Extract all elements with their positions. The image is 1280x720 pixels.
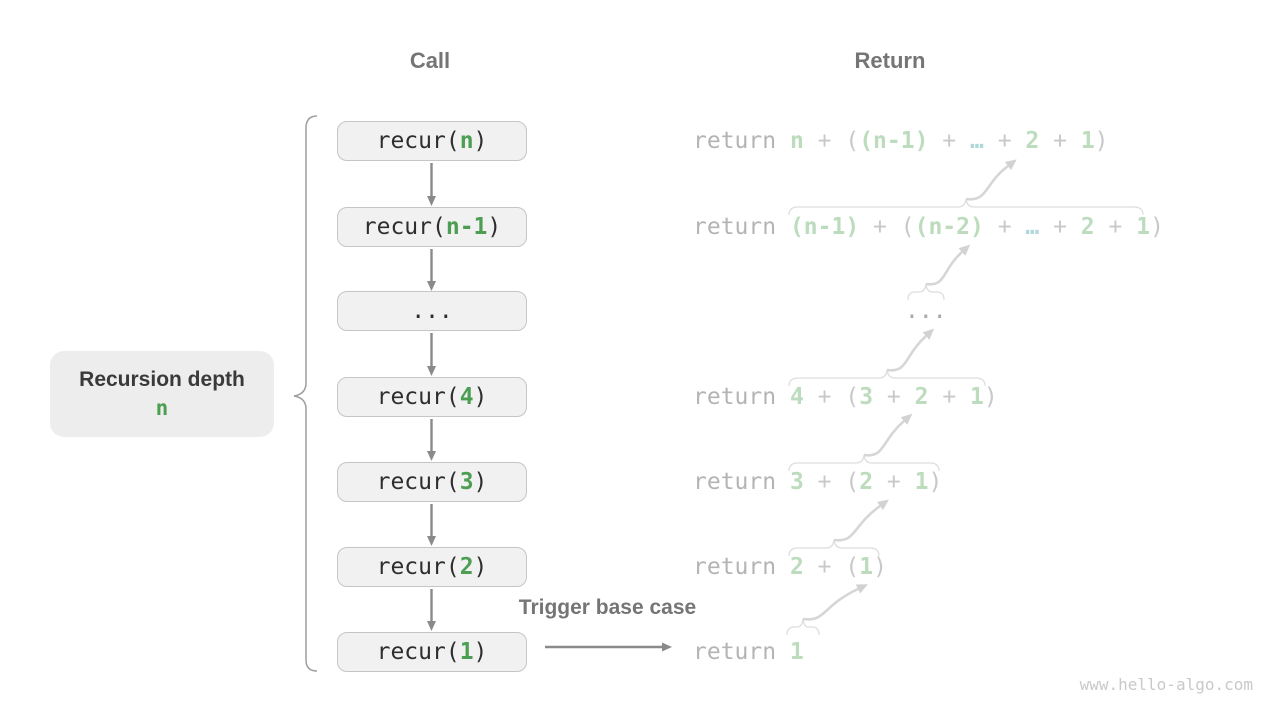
code-token: ) [983,384,998,410]
code-token: + [928,384,971,410]
code-token: + [983,214,1026,240]
code-token: ) [928,469,943,495]
code-token: ( [900,214,915,240]
return-expression: return 4 + (3 + 2 + 1) [693,382,998,412]
code-token: 3 [459,469,474,495]
return-arrow-up [833,499,889,542]
code-token: 2 [1025,128,1040,154]
code-token: + [1039,128,1081,154]
code-token: return [693,469,790,495]
code-token: 1 [1136,214,1151,240]
call-box: recur(4) [337,377,527,417]
code-token: + [1039,214,1081,240]
code-token: 3 [859,384,874,410]
code-token: ) [1094,128,1109,154]
code-token: 2 [1080,214,1095,240]
code-token: 2 [914,384,929,410]
call-box: recur(2) [337,547,527,587]
watermark: www.hello-algo.com [1079,675,1253,694]
return-expression: return n + ((n-1) + … + 2 + 1) [693,126,1109,156]
return-column-header: Return [854,48,926,73]
code-token: recur( [376,128,460,154]
return-expression: ... [905,296,947,326]
code-token: ( [845,554,860,580]
code-token: (n-1) [859,128,929,154]
code-token: ) [473,128,488,154]
call-box: recur(3) [337,462,527,502]
code-token: + [873,469,915,495]
code-token: ) [473,384,488,410]
return-arrow-up [886,328,935,372]
code-token: … [1025,214,1040,240]
return-expression: return 2 + (1) [693,552,887,582]
code-token: 2 [789,554,804,580]
code-token: return [693,639,790,665]
code-token: recur( [362,214,446,240]
return-arrow-up [925,244,971,286]
code-token: (n-2) [914,214,984,240]
code-token: return [693,214,790,240]
code-token: 1 [970,384,984,410]
code-token: recur( [376,554,460,580]
recursion-depth-brace [293,115,318,672]
code-token: return [693,384,790,410]
code-token: + [928,128,970,154]
code-token: 1 [914,469,929,495]
code-token: n [789,128,804,154]
code-token: 1 [459,639,474,665]
return-expression: return (n-1) + ((n-2) + … + 2 + 1) [693,212,1164,242]
code-token: ) [473,639,488,665]
code-token: 3 [789,469,804,495]
code-token: ... [411,298,453,324]
code-token: + [983,128,1026,154]
return-overbrace [786,618,820,636]
code-token: + [803,384,846,410]
code-token: 1 [1080,128,1095,154]
return-expression: return 3 + (2 + 1) [693,467,942,497]
depth-label-value: n [155,396,169,420]
code-token: return [693,128,790,154]
code-token: … [970,128,984,154]
code-token: + [859,214,901,240]
call-box: recur(n-1) [337,207,527,247]
return-arrow-up [863,413,913,457]
code-token: (n-1) [789,214,860,240]
call-column-header: Call [409,48,451,73]
code-token: return [693,554,790,580]
code-token: 1 [859,554,874,580]
code-token: + [1094,214,1137,240]
code-token: ) [487,214,502,240]
code-token: + [803,128,846,154]
return-expression: return 1 [693,637,804,667]
code-token: 4 [459,384,474,410]
code-token: + [803,469,846,495]
call-box: recur(n) [337,121,527,161]
code-token: ( [845,384,860,410]
code-token: recur( [376,469,460,495]
return-arrow-up [802,584,868,621]
code-token: ) [1150,214,1164,240]
code-token: ) [873,554,887,580]
code-token: n [459,128,474,154]
code-token: ) [473,469,488,495]
trigger-base-case-label: Trigger base case [518,596,697,619]
code-token: 1 [789,639,804,665]
code-token: ) [473,554,488,580]
code-token: 2 [859,469,874,495]
recursion-depth-label: Recursion depth n [50,351,274,437]
code-token: recur( [376,384,460,410]
depth-label-title: Recursion depth [79,368,245,391]
code-token: ... [905,298,947,324]
code-token: + [803,554,846,580]
code-token: recur( [376,639,460,665]
code-token: ( [845,128,860,154]
call-box: ... [337,291,527,331]
code-token: ( [845,469,860,495]
code-token: 2 [459,554,474,580]
code-token: 4 [789,384,804,410]
code-token: + [873,384,915,410]
call-box: recur(1) [337,632,527,672]
code-token: n-1 [445,214,488,240]
return-arrow-up [965,159,1017,201]
